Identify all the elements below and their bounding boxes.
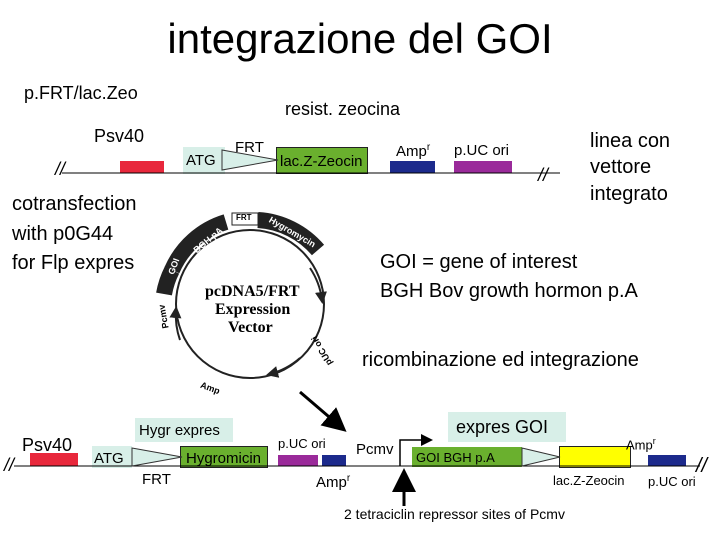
ampr-bottom-1-label: Ampr — [316, 473, 351, 491]
page-title: integrazione del GOI — [167, 15, 553, 62]
slash-right-bottom: // — [696, 455, 708, 477]
frt-label: FRT — [235, 139, 264, 156]
expres-goi-label: expres GOI — [456, 417, 549, 437]
puc-ori-block — [454, 161, 512, 173]
recombination-label: ricombinazione ed integrazione — [362, 349, 639, 371]
cotransfection-line-3: for Flp expres — [12, 252, 135, 274]
goi-band — [156, 266, 180, 296]
repressor-label: 2 tetraciclin repressor sites of Pcmv — [344, 506, 565, 522]
slash-left-bottom: // — [4, 455, 15, 475]
frt-arrow-bottom — [131, 447, 183, 467]
integrated-line-2: vettore — [590, 156, 652, 178]
ring-label-frt: FRT — [236, 213, 252, 222]
ring-arrow-left — [169, 306, 182, 341]
pcdna5-frt-vector — [156, 212, 327, 379]
pcmv-bottom-label: Pcmv — [356, 441, 394, 458]
vector-ring — [175, 229, 325, 379]
psv40-label: Psv40 — [94, 126, 145, 146]
atg-block — [183, 147, 225, 174]
frt-arrow-top — [221, 149, 279, 171]
ring-arrow-bottom — [266, 357, 301, 378]
hygromicin-label: Hygromicin — [186, 450, 262, 467]
goi-bgh-label: GOI BGH p.A — [416, 450, 495, 465]
recombination-arrow — [299, 390, 347, 432]
ring-arrow-top — [189, 234, 214, 251]
puc-ori-bottom-2-label: p.UC ori — [648, 474, 696, 489]
frt-bottom-label: FRT — [142, 471, 171, 488]
hygromycin-band — [257, 212, 325, 256]
slash-left-top: // — [55, 159, 66, 179]
cotransfection-line-2: with p0G44 — [12, 223, 114, 245]
frt-arrow-bottom-2 — [521, 447, 561, 467]
atg-bottom-label: ATG — [94, 450, 124, 467]
goi-bgh-block — [412, 447, 522, 467]
resistance-label: resist. zeocina — [285, 99, 401, 119]
atg-bottom-block — [92, 446, 132, 468]
slash-right-top: // — [538, 165, 549, 185]
ring-arrow-right — [309, 267, 327, 304]
psv40-block — [120, 161, 164, 173]
hygr-expres-label: Hygr expres — [139, 422, 220, 439]
cotransfection-line-1: cotransfection — [12, 193, 137, 215]
expres-goi-box — [448, 412, 566, 442]
vector-frt-box — [231, 212, 259, 226]
integrated-line-1: linea con — [590, 130, 671, 152]
vector-name-3: Vector — [228, 319, 273, 336]
ampr-block — [390, 161, 435, 173]
pcmv-promoter-arrow — [399, 434, 433, 466]
atg-label: ATG — [186, 152, 216, 169]
lacz-zeocin-label: lac.Z-Zeocin — [280, 153, 363, 170]
ampr-bottom-2-label: Ampr — [626, 436, 656, 453]
psv40-bottom-label: Psv40 — [22, 435, 73, 455]
lacz-zeocin-bottom-label: lac.Z-Zeocin — [553, 473, 625, 488]
vector-name-1: pcDNA5/FRT — [205, 283, 300, 300]
bgh-definition: BGH Bov growth hormon p.A — [380, 280, 638, 302]
integrated-line-3: integrato — [590, 183, 668, 205]
puc-ori-label: p.UC ori — [454, 142, 510, 159]
ampr-bottom-1-block — [322, 455, 346, 466]
plasmid-label: p.FRT/lac.Zeo — [24, 83, 138, 103]
puc-ori-bottom-1-label: p.UC ori — [278, 436, 326, 451]
ampr-bottom-2-block — [648, 455, 686, 466]
bgh-pa-band — [164, 214, 229, 274]
vector-name-2: Expression — [215, 301, 291, 318]
puc-ori-bottom-1-block — [278, 455, 318, 466]
hygr-expres-box — [135, 418, 233, 442]
goi-definition: GOI = gene of interest — [380, 251, 578, 273]
psv40-bottom-block — [30, 453, 78, 466]
ampr-label: Ampr — [396, 142, 431, 160]
